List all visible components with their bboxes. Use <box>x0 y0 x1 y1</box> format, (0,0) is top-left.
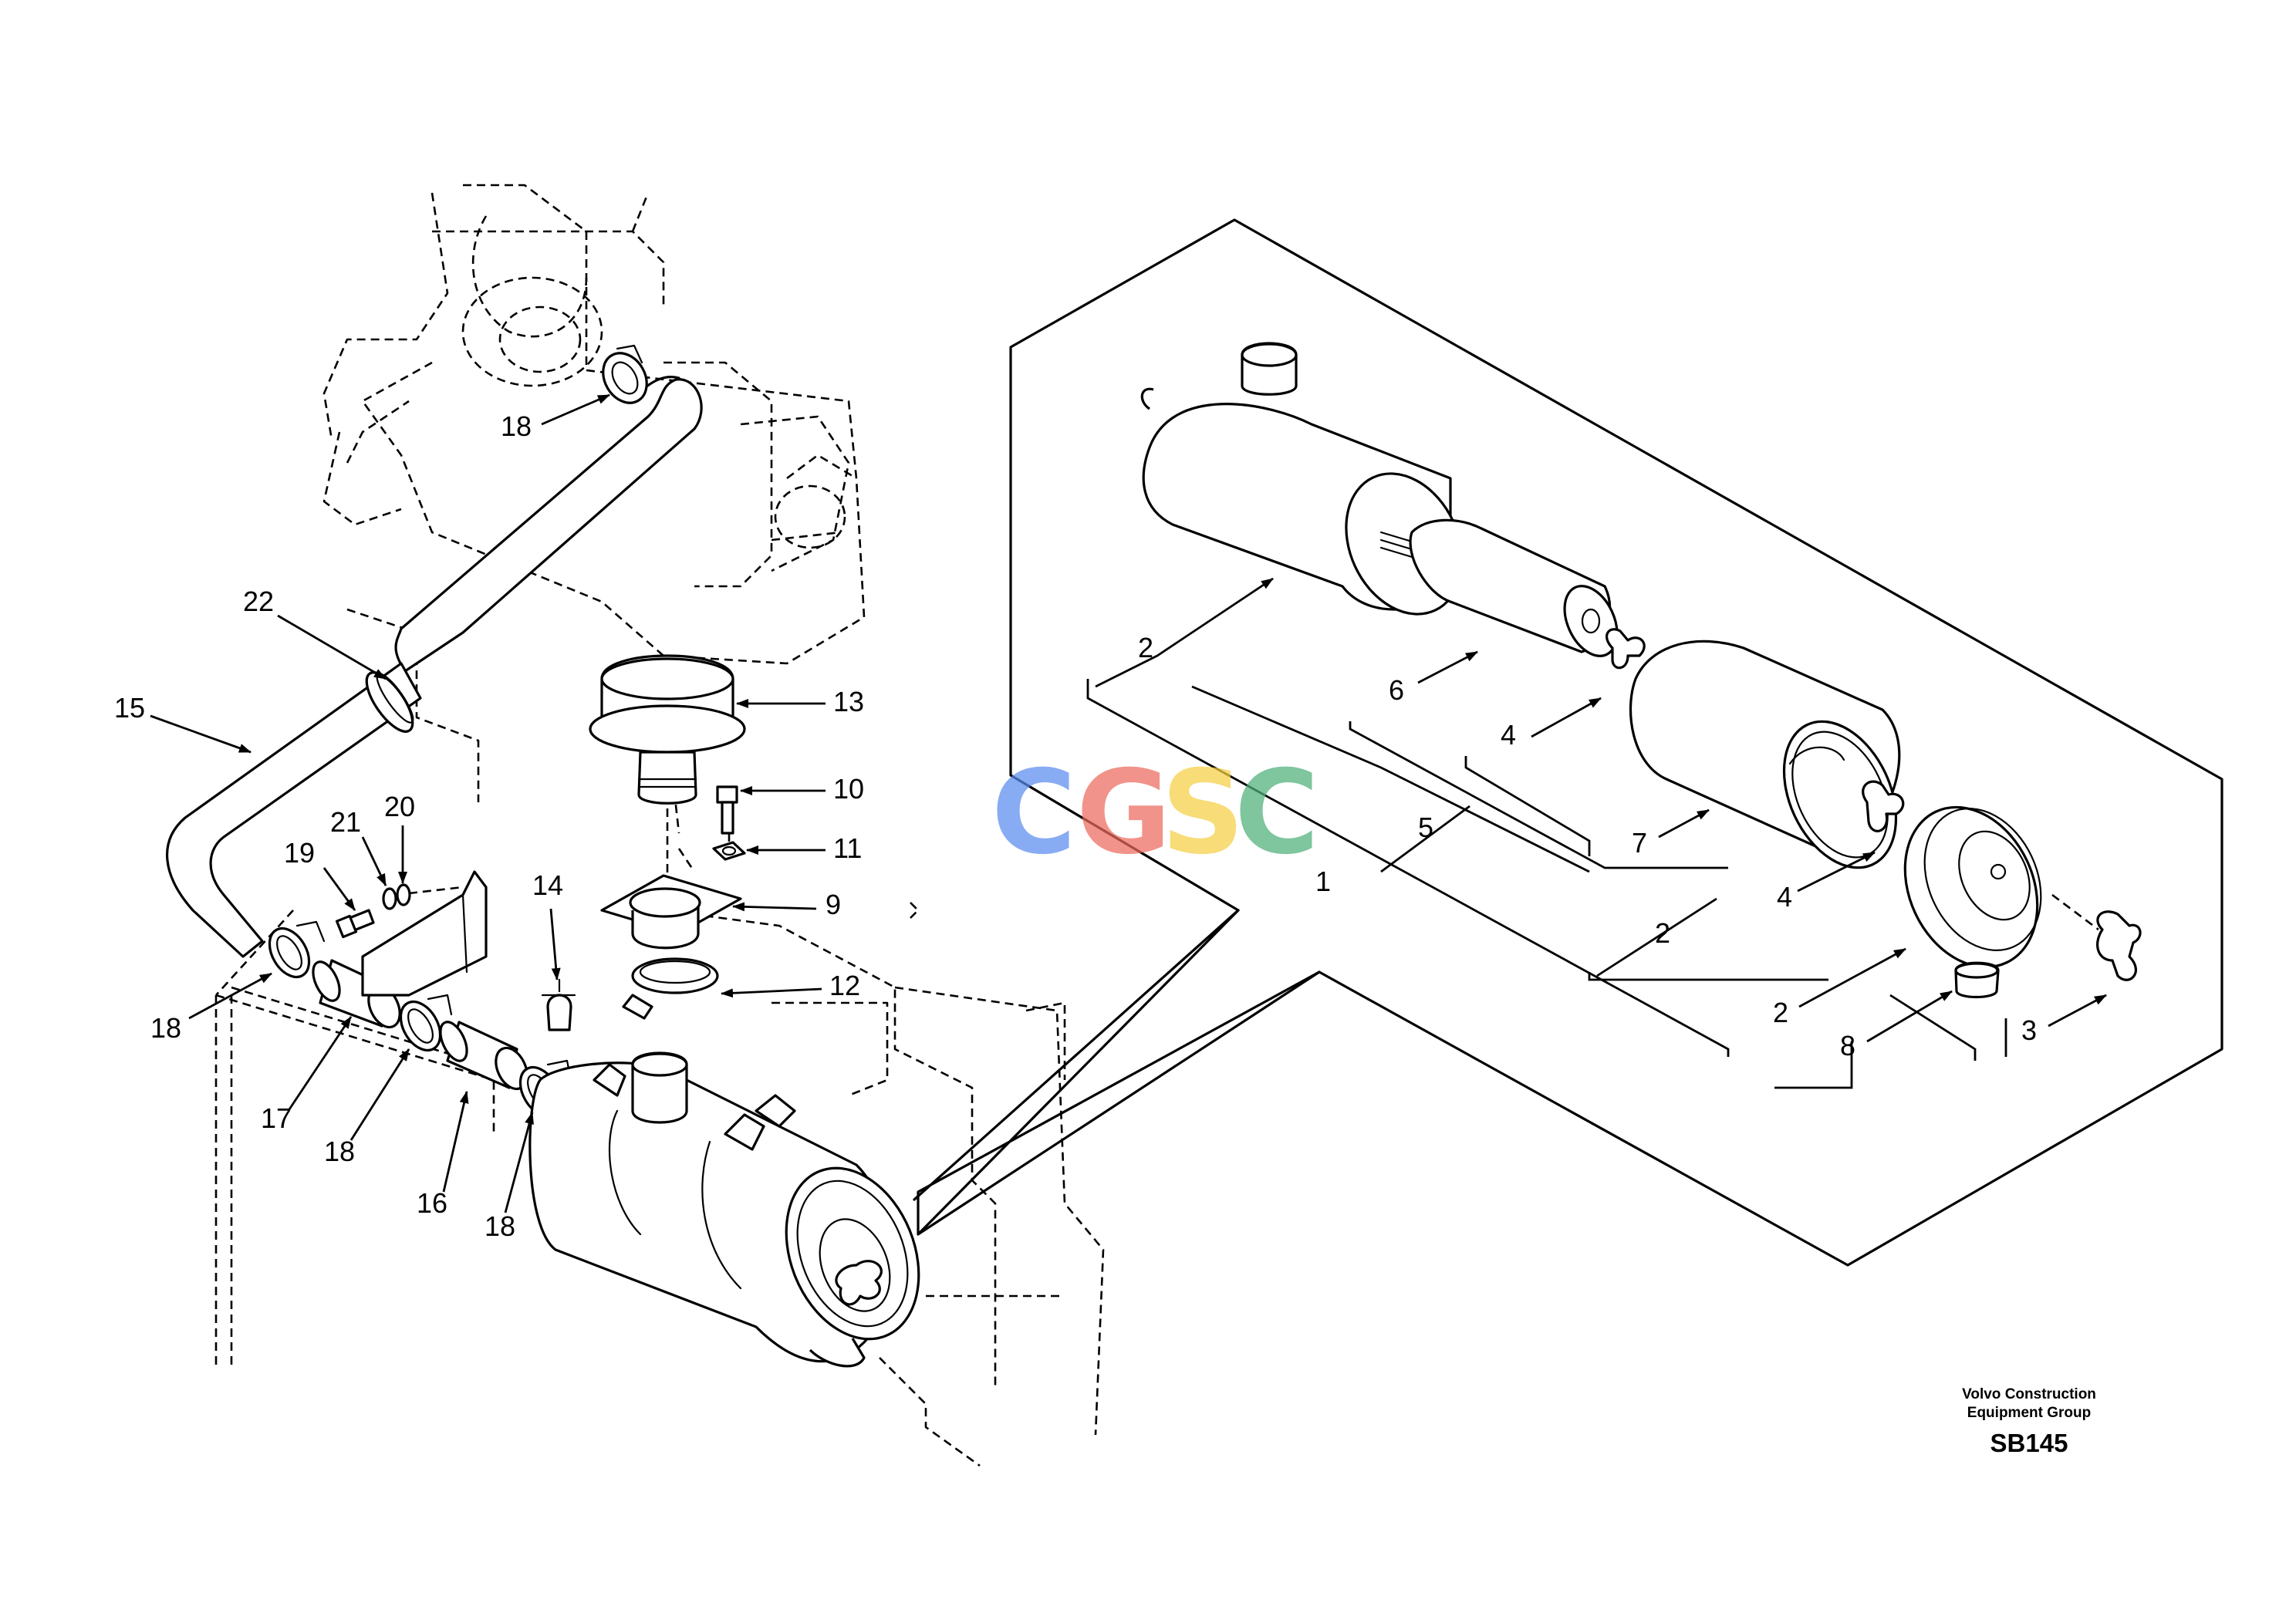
callout-13: 13 <box>833 686 864 717</box>
hose-16 <box>439 1021 528 1091</box>
air-cleaner-assembly <box>528 1051 920 1368</box>
safety-element-6 <box>1409 518 1619 657</box>
primary-element-7 <box>1629 640 1901 869</box>
callout-7: 7 <box>1632 827 1647 859</box>
callout-18: 18 <box>150 1012 181 1044</box>
callout-18: 18 <box>485 1210 515 1242</box>
valve-8 <box>1954 961 2000 999</box>
watermark-letter-g: G <box>1076 746 1171 880</box>
callout-2: 2 <box>1773 997 1788 1028</box>
callout-10: 10 <box>833 773 864 805</box>
watermark-logo: C G S C <box>991 746 1319 880</box>
wing-nut-4-lower <box>1862 780 1905 832</box>
callout-9: 9 <box>826 889 841 920</box>
nut-11 <box>712 841 746 861</box>
precleaner-cap-13 <box>589 654 746 805</box>
engine-outline <box>322 184 866 665</box>
adapter-plate-9 <box>600 874 742 950</box>
company-name-line2: Equipment Group <box>1967 1405 2092 1421</box>
title-block: Volvo Construction Equipment Group SB145 <box>1882 1385 2176 1458</box>
callout-3: 3 <box>2021 1014 2037 1046</box>
callout-6: 6 <box>1389 674 1404 706</box>
callout-20: 20 <box>384 791 415 822</box>
company-name-line1: Volvo Construction <box>1962 1386 2096 1402</box>
washer-20 <box>396 883 411 906</box>
bracket <box>361 870 488 997</box>
callout-19: 19 <box>284 837 315 869</box>
wing-nut-3 <box>2096 910 2142 981</box>
callout-18: 18 <box>501 410 532 442</box>
drawing-code: SB145 <box>1990 1429 2068 1457</box>
cover-2 <box>1903 805 2042 969</box>
vacuator-valve-14 <box>541 978 576 1031</box>
bolt-10 <box>716 785 738 835</box>
exploded-view-frame <box>913 218 2223 1267</box>
callouts: 18 22 15 13 10 11 9 12 14 19 21 20 18 17… <box>114 393 2107 1242</box>
band-clamp-12 <box>622 957 719 1020</box>
callout-1: 1 <box>1315 866 1331 897</box>
exploded-leader-brackets <box>1086 679 2007 1089</box>
callout-18: 18 <box>324 1136 355 1167</box>
callout-14: 14 <box>532 869 563 901</box>
callout-8: 8 <box>1840 1030 1855 1061</box>
hose-clamp-18-upper <box>602 344 648 404</box>
watermark-letter-c2: C <box>1234 746 1319 880</box>
wing-nut-4-upper <box>1606 628 1646 670</box>
callout-12: 12 <box>829 970 860 1001</box>
bolt-19 <box>335 909 375 939</box>
callout-4: 4 <box>1777 881 1792 913</box>
callout-16: 16 <box>417 1187 447 1219</box>
watermark-letter-s: S <box>1161 746 1244 880</box>
callout-2: 2 <box>1138 632 1153 663</box>
callout-22: 22 <box>243 586 274 617</box>
callout-4: 4 <box>1501 719 1516 751</box>
washer-21 <box>382 887 397 910</box>
callout-17: 17 <box>261 1102 292 1134</box>
hose-17 <box>312 959 401 1029</box>
watermark-letter-c1: C <box>991 746 1076 880</box>
callout-15: 15 <box>114 692 145 724</box>
callout-11: 11 <box>833 832 862 864</box>
callout-21: 21 <box>330 806 361 838</box>
